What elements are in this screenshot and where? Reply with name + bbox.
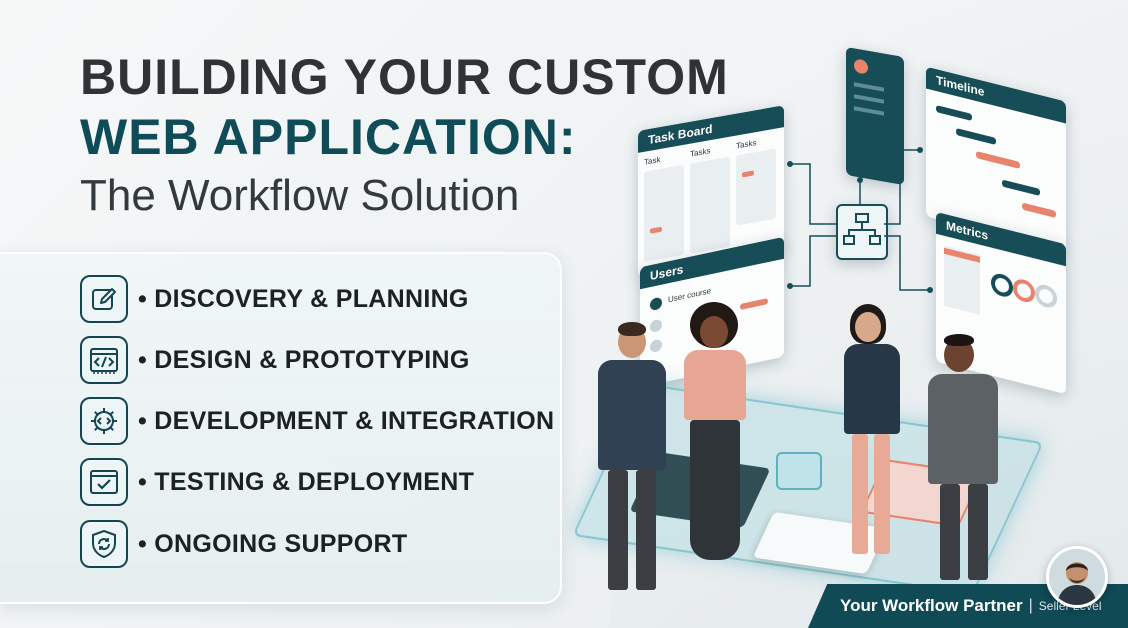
gantt-bar	[976, 151, 1020, 169]
person-avatar-icon	[1049, 549, 1105, 605]
menu-line	[854, 82, 884, 92]
headline-line-1: BUILDING YOUR CUSTOM	[80, 49, 729, 105]
connector-lines	[787, 147, 933, 293]
avatar-dot-icon	[854, 58, 868, 75]
headline-line-2: WEB APPLICATION:	[80, 109, 577, 165]
user-avatar-icon	[650, 296, 662, 312]
task-card	[736, 148, 776, 226]
task-card	[644, 164, 684, 262]
gantt-bar	[956, 128, 996, 145]
donut-charts-icon	[991, 273, 1057, 308]
workflow-hub-node	[836, 204, 888, 260]
partner-name: Your Workflow Partner	[840, 596, 1023, 615]
avatar	[1046, 546, 1108, 608]
headline-subtitle: The Workflow Solution	[80, 171, 520, 220]
shield-refresh-icon	[80, 520, 128, 568]
task-board-column: Task	[644, 154, 661, 167]
step-label: • TESTING & DEPLOYMENT	[138, 467, 475, 496]
step-design: • DESIGN & PROTOTYPING	[80, 335, 470, 385]
step-label: • DESIGN & PROTOTYPING	[138, 345, 470, 374]
status-pill	[740, 298, 768, 311]
user-avatar-icon	[650, 338, 662, 354]
menu-line	[854, 94, 884, 104]
step-support: • ONGOING SUPPORT	[80, 519, 407, 569]
metrics-window: Metrics	[936, 211, 1066, 395]
step-label: • ONGOING SUPPORT	[138, 529, 408, 558]
task-board-column: Tasks	[736, 137, 757, 151]
step-label: • DEVELOPMENT & INTEGRATION	[138, 406, 555, 435]
checkmark-window-icon	[80, 458, 128, 506]
task-board-column: Tasks	[690, 146, 711, 159]
menu-line	[854, 106, 884, 116]
user-avatar-icon	[650, 318, 662, 334]
gantt-bar	[936, 105, 972, 122]
partner-separator: |	[1028, 597, 1033, 614]
gantt-bar	[1022, 202, 1056, 218]
step-testing: • TESTING & DEPLOYMENT	[80, 457, 474, 507]
gear-icon	[80, 397, 128, 445]
code-window-icon	[80, 336, 128, 384]
edit-icon	[80, 275, 128, 323]
workflow-icon	[843, 213, 881, 245]
task-card	[690, 156, 730, 254]
headline: BUILDING YOUR CUSTOM WEB APPLICATION: Th…	[80, 52, 800, 218]
user-row-label: User course	[668, 286, 712, 305]
step-development: • DEVELOPMENT & INTEGRATION	[80, 396, 554, 446]
step-label: • DISCOVERY & PLANNING	[138, 284, 469, 313]
gantt-bar	[1002, 179, 1040, 196]
code-chip-icon	[776, 452, 822, 490]
step-discovery: • DISCOVERY & PLANNING	[80, 274, 469, 324]
